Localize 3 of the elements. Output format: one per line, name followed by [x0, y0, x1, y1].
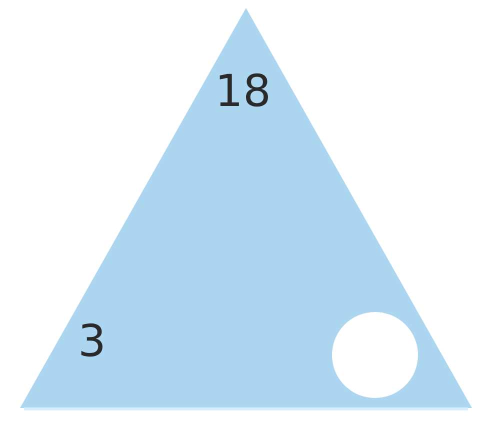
number: 3	[78, 320, 106, 364]
number: 18	[215, 70, 271, 114]
triangle	[20, 8, 472, 412]
